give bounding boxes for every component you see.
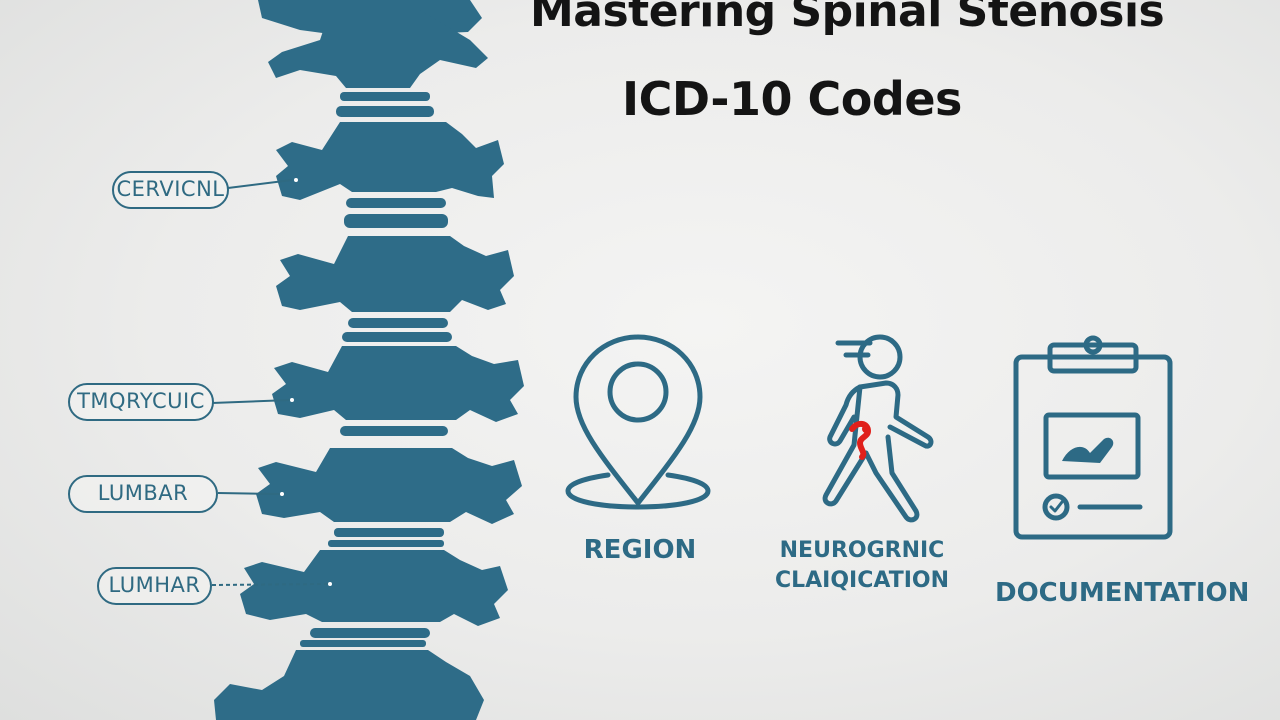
intervertebral-disc: [328, 540, 444, 547]
intervertebral-disc: [334, 528, 444, 537]
label-connector-line: [227, 179, 293, 189]
label-connector-line: [211, 583, 331, 586]
icon-caption-documentation: DOCUMENTATION: [995, 576, 1250, 610]
connector-dot: [328, 582, 332, 586]
vertebra: [258, 0, 488, 88]
connector-dot: [294, 178, 298, 182]
page-subtitle: ICD-10 Codes: [622, 72, 962, 126]
clipboard-icon: [1013, 335, 1173, 540]
spine-illustration: [211, 0, 524, 720]
label-connector-line: [217, 492, 281, 495]
connector-dot: [280, 492, 284, 496]
caption-line: DOCUMENTATION: [995, 578, 1250, 608]
caption-line: CLAIQICATION: [774, 568, 950, 593]
intervertebral-disc: [300, 640, 426, 647]
caption-line: REGION: [583, 535, 697, 565]
intervertebral-disc: [336, 106, 434, 117]
connector-dot: [290, 398, 294, 402]
intervertebral-disc: [348, 318, 448, 328]
icon-caption-neurogenic-claudication: NEUROGRNIC CLAIQICATION: [772, 536, 952, 596]
page-title: Mastering Spinal Stenosis: [530, 0, 1165, 37]
caption-line: NEUROGRNIC: [779, 538, 945, 563]
icon-caption-region: REGION: [560, 533, 720, 567]
intervertebral-disc: [346, 198, 446, 208]
vertebra: [240, 550, 508, 626]
vertebra: [256, 448, 522, 524]
map-pin-icon: [565, 334, 711, 510]
vertebra: [276, 236, 514, 312]
vertebra: [214, 650, 484, 720]
vertebra: [272, 346, 524, 422]
spine-label-cervical: CERVICNL: [112, 171, 229, 209]
intervertebral-disc: [310, 628, 430, 638]
intervertebral-disc: [344, 214, 448, 228]
walking-person-icon: [822, 334, 934, 523]
intervertebral-disc: [342, 332, 452, 342]
label-connector-line: [211, 399, 291, 404]
spine-label-lumbar: LUMBAR: [68, 475, 218, 513]
spine-label-thoracic: TMQRYCUIC: [68, 383, 214, 421]
spine-label-lumbar-lower: LUMHAR: [97, 567, 212, 605]
intervertebral-disc: [340, 92, 430, 101]
intervertebral-disc: [340, 426, 448, 436]
vertebra: [276, 122, 504, 200]
